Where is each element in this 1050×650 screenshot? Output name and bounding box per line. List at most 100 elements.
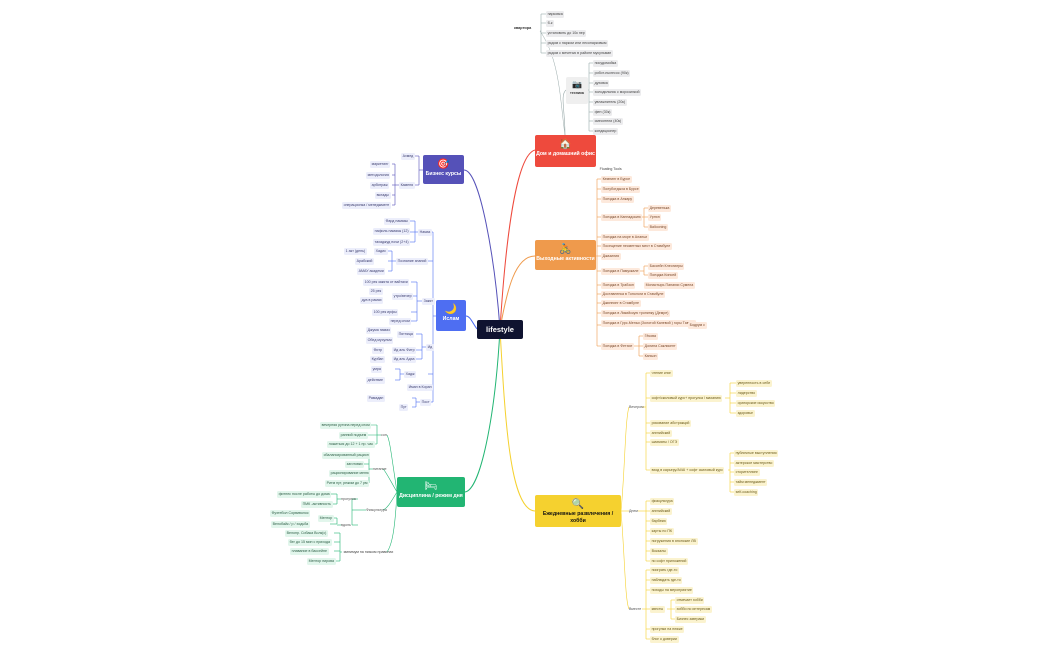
node-wk-4a[interactable]: Деревенька: [648, 205, 671, 212]
node-is-4b[interactable]: Джума намаз: [366, 327, 392, 334]
node-is-1a[interactable]: Фард намазы: [384, 218, 410, 225]
node-is-3f[interactable]: перед сном: [389, 318, 412, 325]
node-is-3a[interactable]: 100 рек закята от вайтахи: [363, 279, 410, 286]
node-is-5[interactable]: Хадж: [404, 371, 417, 378]
node-ds-swim[interactable]: вдоль: [341, 523, 351, 527]
node-is-4[interactable]: Ид: [426, 344, 434, 351]
node-hb-6[interactable]: вход в карьеру/AI/AI + софт скиловый кур…: [650, 467, 725, 474]
node-ds-10[interactable]: Ментор: [318, 515, 334, 522]
node-ds-fit[interactable]: Физкультура: [366, 508, 387, 512]
topic-business-courses[interactable]: 🎯 Бизнес курсы: [423, 155, 464, 184]
topic-daily-hobby[interactable]: 🔍 Ежедневные развлечения / хобби: [535, 495, 621, 527]
node-hb-13[interactable]: по софт приложений: [650, 558, 688, 565]
node-home-q1[interactable]: парковка: [546, 11, 565, 18]
node-tech-1[interactable]: посудомойка: [593, 60, 618, 67]
node-wk-8b[interactable]: Поездка Кинсей: [648, 272, 678, 279]
node-hb-5[interactable]: шахматы / ОГЭ: [650, 439, 679, 446]
node-ds-16[interactable]: Ментор пирова: [307, 558, 336, 565]
node-ds-14[interactable]: бег до 15 мин с прихода: [288, 539, 332, 546]
node-hb-16[interactable]: походы на мероприятие: [650, 587, 694, 594]
node-ds-9[interactable]: ПМК -активность: [301, 501, 333, 508]
node-hb-4[interactable]: английский: [650, 430, 672, 437]
node-is-4a[interactable]: Пятница: [397, 331, 415, 338]
node-tech-2[interactable]: робот-пылесос (90к): [593, 70, 631, 77]
node-home-q4[interactable]: рядом с парком или лесопарковым: [546, 40, 609, 47]
node-hb-together[interactable]: Вместе: [629, 607, 642, 611]
node-is-2d[interactable]: АМАУ академи: [357, 268, 386, 275]
node-is-1b[interactable]: нафиль намазы (12): [373, 228, 411, 235]
node-tech-3[interactable]: духовка: [593, 80, 610, 87]
node-hb-6c[interactable]: сторителлинг: [734, 469, 760, 476]
node-is-4g[interactable]: Курбан: [370, 356, 385, 363]
node-wk-4[interactable]: Поездка в Каппадокию: [601, 214, 643, 221]
node-wk-13[interactable]: Поездка в Гурс-Меньи (Золотой Калевой ) …: [601, 320, 697, 327]
node-tech-4[interactable]: холодильник с морозилкой: [593, 89, 642, 96]
node-hb-eve[interactable]: Вечером: [629, 405, 644, 409]
node-ds-12[interactable]: Велобайк / р / ходьба: [271, 521, 310, 528]
node-hb-17a[interactable]: отмечает хобби: [675, 597, 705, 604]
node-home-q2[interactable]: б-к: [546, 20, 555, 27]
node-is-4e[interactable]: Фитр: [372, 347, 384, 354]
node-wk-7[interactable]: Джазилия: [601, 253, 621, 260]
node-ds-1[interactable]: вечерняя рутина перед сном: [320, 422, 372, 429]
node-is-3e[interactable]: 100 рек ирфы: [372, 309, 399, 316]
node-tech-6[interactable]: фен (30к): [593, 109, 613, 116]
node-is-1c[interactable]: тахаджуд ночи (2+4): [373, 239, 411, 246]
node-is-4d[interactable]: Ид аль Фитр: [392, 347, 417, 354]
node-wk-2[interactable]: Полуботдыха в Бурсе: [601, 186, 641, 193]
node-hb-2c[interactable]: ораторские искусство: [736, 400, 776, 407]
node-bz-2e[interactable]: операционка / менеджмент: [342, 202, 391, 209]
node-ds-15[interactable]: плавание в бассейне: [290, 548, 329, 555]
node-hb-6a[interactable]: публичные выступления: [734, 450, 779, 457]
node-is-4f[interactable]: Ид аль Адха: [392, 356, 417, 363]
node-hb-17[interactable]: квесты: [650, 606, 665, 613]
node-hb-6b[interactable]: актерское мастерство: [734, 460, 774, 467]
node-hb-7[interactable]: физкультура: [650, 498, 675, 505]
node-wk-14b[interactable]: Долина Сакликент: [643, 343, 678, 350]
node-ds-2[interactable]: ранний подъем: [339, 432, 368, 439]
node-hb-14[interactable]: поиграть где-то: [650, 567, 679, 574]
node-ds-8[interactable]: фитнес после работы до дома: [277, 491, 332, 498]
topic-weekend-activities[interactable]: 🚴 Выходные активности: [535, 240, 596, 270]
node-wk-8a[interactable]: Бассейн Клеопатры: [648, 263, 685, 270]
node-wk-10[interactable]: Доставленка в Топологи в Стамбуле: [601, 291, 666, 298]
node-ds-6[interactable]: рационирование меню: [329, 470, 371, 477]
node-bz-2b[interactable]: методология: [366, 172, 391, 179]
node-bz-1[interactable]: Ахмед: [401, 153, 415, 160]
topic-islam[interactable]: 🌙 Ислам: [436, 300, 466, 331]
node-hb-2b[interactable]: лидерство: [736, 390, 757, 397]
node-hb-8[interactable]: английский: [650, 508, 672, 515]
node-ds-13[interactable]: Велопр. Собака Волк(с): [285, 530, 328, 537]
node-ds-3[interactable]: ложиться до 12 + 1 пр. час: [327, 441, 375, 448]
node-is-5a[interactable]: умра: [371, 366, 383, 373]
node-ds-17[interactable]: минимум на низком правилах: [343, 550, 394, 554]
node-bz-2d[interactable]: вклады: [375, 192, 391, 199]
node-bz-2c[interactable]: арбитраж: [370, 182, 390, 189]
node-hb-2a[interactable]: уверенность в себе: [736, 380, 772, 387]
node-is-3d[interactable]: дуа в рамах: [360, 297, 384, 304]
node-hb-18[interactable]: прогулки на пляже: [650, 626, 685, 633]
technique-node[interactable]: 📷 техника: [566, 77, 588, 104]
node-is-3[interactable]: Закят: [422, 298, 435, 305]
node-home-q5[interactable]: рядом с мечетью в районе мусульман: [546, 50, 613, 57]
node-bz-2a[interactable]: маркетинг: [370, 161, 391, 168]
node-wk-12[interactable]: Поездка в Ликийскую тропинку (Демре): [601, 310, 671, 317]
topic-home-office[interactable]: 🏠 Дом и домашний офис: [535, 135, 596, 167]
node-ds-5[interactable]: заготовки: [345, 461, 365, 468]
topic-discipline[interactable]: 🛏 Дисциплина / режим дня: [397, 477, 465, 507]
node-tech-8[interactable]: кондиционер: [593, 128, 618, 135]
node-wk-9[interactable]: Поездка в Трабзон: [601, 282, 636, 289]
node-hb-6e[interactable]: self-coaching: [734, 489, 759, 496]
node-is-1[interactable]: Намаз: [418, 229, 432, 236]
node-hb-12[interactable]: Вокзалы: [650, 548, 668, 555]
node-tech-5[interactable]: увлажнитель (20к): [593, 99, 627, 106]
node-wk-5[interactable]: Поездка на море в Аланьи: [601, 234, 649, 241]
node-wk-13a[interactable]: Бодрум с: [688, 322, 707, 329]
node-wk-6[interactable]: Посещение несметных мест в Стамбуле: [601, 243, 672, 250]
node-hb-9[interactable]: барбекю: [650, 518, 668, 525]
node-ds-sleep[interactable]: сон: [381, 433, 387, 437]
node-is-3c[interactable]: утро/вечер: [392, 293, 414, 300]
node-wk-4b[interactable]: Ургюп: [648, 214, 662, 221]
node-ds-sport[interactable]: питание: [373, 467, 387, 471]
node-hb-17c[interactable]: Бизнес завтраки: [675, 616, 706, 623]
